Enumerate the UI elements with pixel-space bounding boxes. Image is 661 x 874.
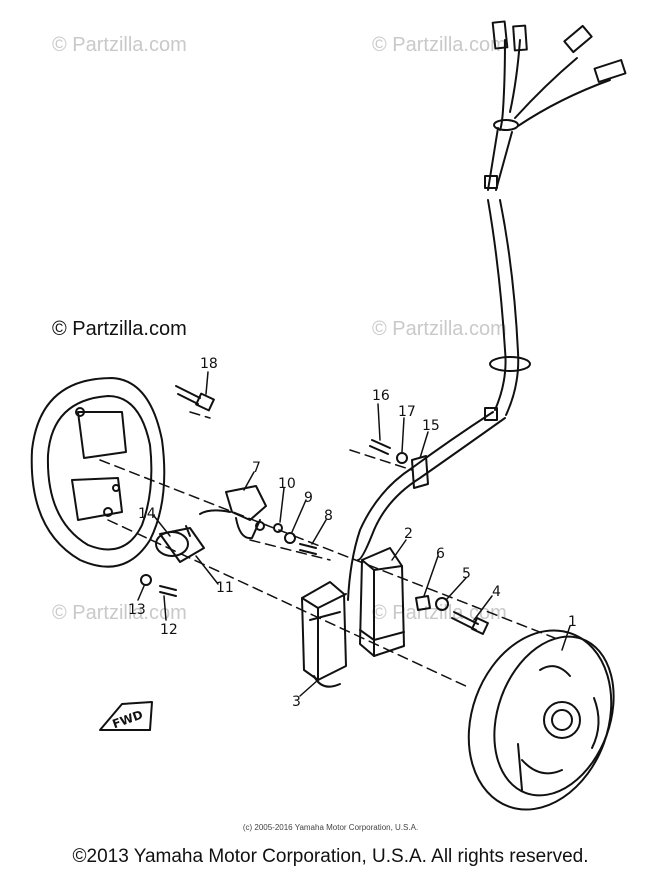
callout-5: 5 [462,566,471,582]
callout-18: 18 [200,356,218,372]
callout-13: 13 [128,602,146,618]
contact-breaker-7 [199,485,267,540]
callout-11: 11 [216,580,234,596]
stator-base-plate [30,377,166,568]
watermark: © Partzilla.com [372,318,507,340]
wire-harness [347,20,627,601]
washer-13 [140,574,152,586]
callout-8: 8 [324,508,333,524]
washer-17 [396,452,408,464]
callout-labels: 18 7 10 9 8 16 17 15 2 6 5 4 1 14 11 13 … [128,356,577,710]
washer-10 [273,523,283,533]
copyright-small: (c) 2005-2016 Yamaha Motor Corporation, … [242,823,419,832]
copyright-main: ©2013 Yamaha Motor Corporation, U.S.A. A… [72,846,589,867]
callout-10: 10 [278,476,296,492]
condenser-assembly [155,525,205,563]
callout-17: 17 [398,404,416,420]
watermark: © Partzilla.com [372,602,507,624]
bolt-16 [369,439,391,455]
callout-9: 9 [304,490,313,506]
callout-15: 15 [422,418,440,434]
callout-3: 3 [292,694,301,710]
watermark: © Partzilla.com [52,318,187,340]
ignition-coil-3 [301,581,347,688]
washer-9 [284,532,296,544]
callout-7: 7 [252,460,261,476]
callout-leaders [137,371,571,697]
bolt-4 [451,611,479,631]
callout-4: 4 [492,584,501,600]
alignment-lines [99,411,561,689]
callout-6: 6 [436,546,445,562]
watermark: © Partzilla.com [52,34,187,56]
key-6 [415,595,431,611]
callout-1: 1 [568,614,577,630]
watermark: © Partzilla.com [52,602,187,624]
callout-14: 14 [138,506,156,522]
watermark: © Partzilla.com [372,34,507,56]
source-coil-2 [359,547,405,657]
screw-8 [299,543,317,555]
screw-12 [159,585,177,597]
callout-2: 2 [404,526,413,542]
callout-16: 16 [372,388,390,404]
callout-12: 12 [160,622,178,638]
washer-5 [435,597,449,611]
bolt-18 [175,385,215,412]
clamp-15 [411,455,429,489]
flywheel-rotor-1 [467,629,615,811]
fwd-arrow-icon [99,701,153,731]
